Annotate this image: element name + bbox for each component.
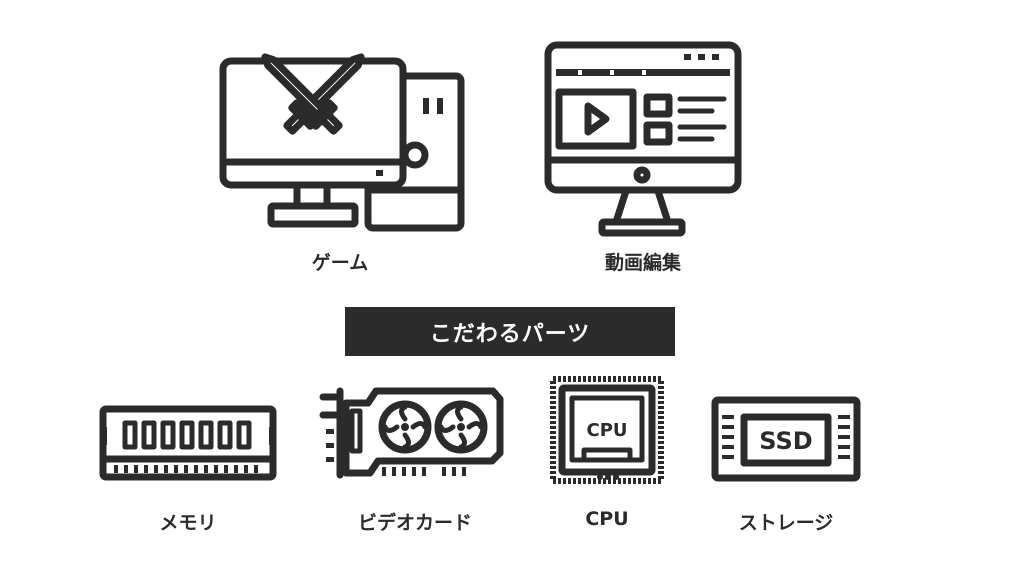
section-banner: こだわるパーツ xyxy=(345,307,675,356)
part-item-video-card xyxy=(318,383,508,488)
part-label-video-card: ビデオカード xyxy=(357,512,472,534)
ssd-chip-text: SSD xyxy=(759,427,812,455)
part-label-memory: メモリ xyxy=(159,512,217,534)
ssd-icon: SSD xyxy=(711,396,861,482)
video-editing-monitor-icon xyxy=(544,41,742,237)
gaming-pc-icon xyxy=(219,53,465,232)
video-card-icon xyxy=(319,387,504,479)
cpu-icon: CPU xyxy=(550,376,664,484)
use-item-gaming xyxy=(215,40,470,235)
part-label-cpu: CPU xyxy=(585,508,629,530)
part-item-ssd: SSD xyxy=(710,395,862,485)
part-item-memory xyxy=(98,403,278,485)
memory-icon xyxy=(99,405,277,481)
part-item-cpu: CPU xyxy=(548,374,666,486)
use-item-video-editing xyxy=(540,40,745,240)
use-label-gaming: ゲーム xyxy=(311,252,369,274)
cpu-chip-text: CPU xyxy=(586,420,627,441)
use-label-video-editing: 動画編集 xyxy=(604,252,681,274)
part-label-storage: ストレージ xyxy=(738,512,834,534)
